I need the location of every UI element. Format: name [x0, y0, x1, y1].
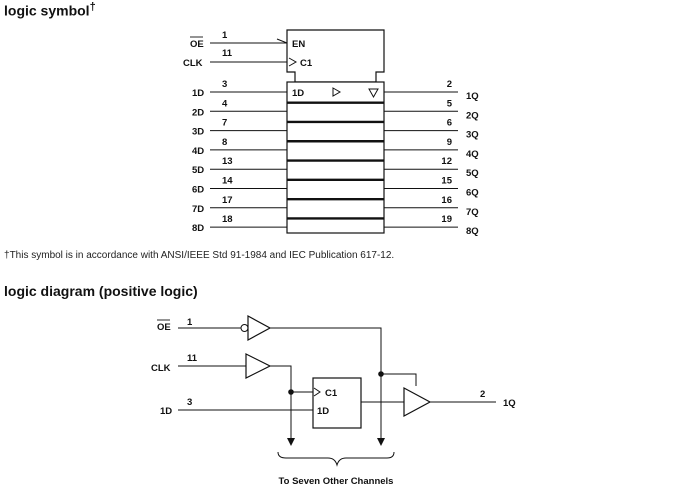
diag-q-pin: 2 — [480, 389, 485, 400]
output-pin-5: 12 — [441, 156, 452, 167]
buffer-triangle-icon — [332, 87, 342, 97]
ff-c1-label: C1 — [325, 388, 338, 399]
input-pin-4: 8 — [222, 137, 227, 148]
diag-q-label: 1Q — [503, 398, 516, 409]
output-pin-3: 6 — [447, 118, 452, 129]
clk-pin: 11 — [222, 48, 233, 59]
output-label-5: 5Q — [466, 168, 479, 179]
input-pin-6: 14 — [222, 176, 233, 187]
oe-down-arrow — [377, 438, 385, 446]
ff-clock-indicator — [313, 387, 321, 397]
footnote-dagger: † — [4, 250, 10, 261]
input-label-6: 6D — [192, 185, 204, 196]
input-pin-5: 13 — [222, 156, 233, 167]
clk-down-arrow — [287, 438, 295, 446]
output-pin-6: 15 — [441, 176, 452, 187]
input-pin-7: 17 — [222, 195, 233, 206]
input-pin-3: 7 — [222, 118, 227, 129]
diag-clk-label: CLK — [151, 363, 171, 374]
output-pin-7: 16 — [441, 195, 452, 206]
logic-symbol-title: logic symbol† — [4, 1, 96, 19]
output-label-7: 7Q — [466, 207, 479, 218]
oe-to-buffer-enable — [381, 373, 417, 386]
output-pin-4: 9 — [447, 137, 452, 148]
control-block — [286, 29, 385, 83]
oe-label: OE — [190, 39, 204, 50]
oe-polarity-indicator — [276, 38, 288, 44]
three-state-icon — [368, 88, 379, 99]
footnote: †This symbol is in accordance with ANSI/… — [4, 250, 394, 261]
input-pin-1: 3 — [222, 79, 227, 90]
ff-d-label: 1D — [317, 406, 329, 417]
diag-oe-label: OE — [157, 322, 171, 333]
input-label-5: 5D — [192, 165, 204, 176]
channel-rows: 1D 3 2 1Q 2D 4 5 2Q 3D 7 6 3Q 4D 8 9 4Q 5D 13 12 5Q 6D 14 15 6Q… — [192, 79, 479, 237]
en-label: EN — [292, 39, 305, 50]
channels-brace — [277, 451, 395, 467]
c1-label: C1 — [300, 58, 313, 69]
input-label-4: 4D — [192, 146, 204, 157]
diag-d-pin: 3 — [187, 397, 192, 408]
input-label-8: 8D — [192, 223, 204, 234]
input-label-7: 7D — [192, 204, 204, 215]
diag-clk-pin: 11 — [187, 353, 198, 364]
logic-diagram: OE 1 CLK 11 C1 1D 1D 3 2 1Q — [151, 314, 516, 487]
output-pin-1: 2 — [447, 79, 452, 90]
input-label-3: 3D — [192, 127, 204, 138]
logic-diagram-title: logic diagram (positive logic) — [4, 283, 198, 299]
clk-dynamic-indicator — [288, 57, 298, 67]
clk-label: CLK — [183, 58, 203, 69]
input-label-1: 1D — [192, 88, 204, 99]
d1-internal-label: 1D — [292, 88, 304, 99]
output-label-2: 2Q — [466, 110, 479, 121]
output-label-1: 1Q — [466, 91, 479, 102]
oe-buffer-triangle — [247, 314, 272, 342]
clk-distribution-line — [270, 365, 292, 440]
register-block — [286, 81, 385, 234]
output-label-4: 4Q — [466, 149, 479, 160]
logic-symbol: OE 1 EN CLK 11 C1 1D 1D 3 2 1Q 2D 4 5 2Q 3D 7 6 3Q 4… — [183, 29, 479, 237]
footnote-text: This symbol is in accordance with ANSI/I… — [9, 250, 395, 261]
output-label-6: 6Q — [466, 188, 479, 199]
input-label-2: 2D — [192, 107, 204, 118]
clk-buffer-triangle — [245, 353, 272, 379]
output-buffer-triangle — [403, 386, 432, 418]
dagger-mark: † — [89, 1, 96, 13]
output-pin-2: 5 — [447, 98, 453, 109]
diag-oe-pin: 1 — [187, 317, 193, 328]
channels-caption: To Seven Other Channels — [279, 476, 394, 487]
flip-flop-box — [312, 377, 362, 429]
output-pin-8: 19 — [441, 214, 452, 225]
input-pin-2: 4 — [222, 98, 228, 109]
oe-inverter-bubble — [240, 324, 249, 332]
oe-enable-line — [270, 327, 382, 440]
oe-pin: 1 — [222, 30, 228, 41]
input-pin-8: 18 — [222, 214, 233, 225]
output-label-3: 3Q — [466, 130, 479, 141]
diag-d-label: 1D — [160, 406, 172, 417]
output-label-8: 8Q — [466, 226, 479, 237]
